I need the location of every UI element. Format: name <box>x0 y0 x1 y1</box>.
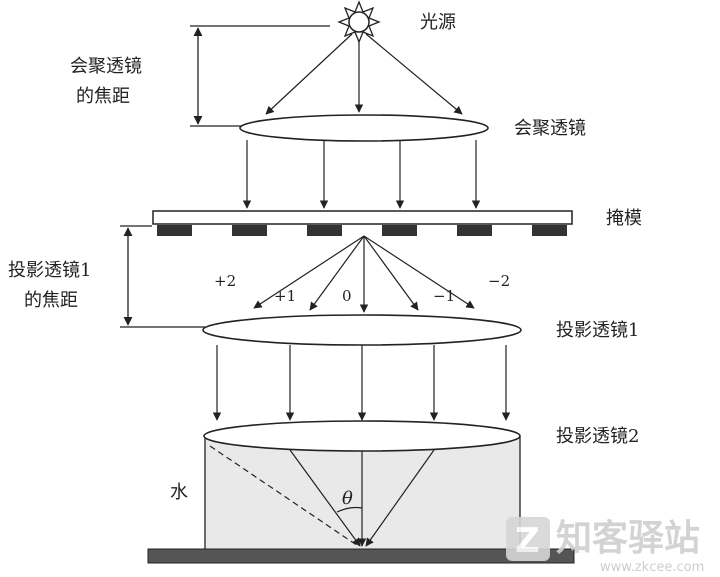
condenser-lens <box>239 114 489 142</box>
intermediate-rays <box>212 345 511 421</box>
order-zero-label: 0 <box>342 287 352 305</box>
diffraction-rays <box>253 235 475 313</box>
light-source-label: 光源 <box>420 12 456 33</box>
projection-lens-1 <box>202 314 522 346</box>
watermark-logo-icon <box>506 517 550 561</box>
condenser-lens-label: 会聚透镜 <box>514 118 586 139</box>
projection-lens-2-label: 投影透镜2 <box>556 426 639 447</box>
order-plus-2-label: +2 <box>214 272 236 290</box>
collimated-rays <box>242 140 481 209</box>
projection-focal-bracket <box>120 225 205 328</box>
wafer-substrate <box>147 548 575 564</box>
projection-focal-label-line2: 的焦距 <box>24 290 78 311</box>
mask <box>152 210 573 236</box>
condenser-focal-label-line1: 会聚透镜 <box>70 56 142 77</box>
projection-lens-1-label: 投影透镜1 <box>556 320 639 341</box>
condenser-focal-bracket <box>190 25 330 127</box>
sun-icon <box>337 0 381 44</box>
order-minus-2-label: −2 <box>488 272 510 290</box>
condenser-focal-label-line2: 的焦距 <box>76 86 130 107</box>
watermark-url: www.zkcee.com <box>600 560 704 575</box>
projection-focal-label-line1: 投影透镜1 <box>8 260 91 281</box>
focus-rays <box>209 445 435 547</box>
watermark: Z 知客驿站 www.zkcee.com <box>506 517 704 575</box>
order-minus-1-label: −1 <box>433 287 455 305</box>
mask-block <box>232 225 267 236</box>
watermark-brand: 知客驿站 <box>556 518 700 559</box>
projection-lens-2 <box>203 420 521 452</box>
water-label: 水 <box>170 482 188 503</box>
mask-block <box>157 225 192 236</box>
mask-block <box>307 225 342 236</box>
svg-text:Z: Z <box>515 521 540 561</box>
order-plus-1-label: +1 <box>274 287 296 305</box>
mask-block <box>532 225 567 236</box>
theta-label: θ <box>342 488 353 509</box>
mask-label: 掩模 <box>606 208 642 229</box>
source-rays <box>265 33 463 115</box>
mask-block <box>457 225 492 236</box>
mask-block <box>382 225 417 236</box>
